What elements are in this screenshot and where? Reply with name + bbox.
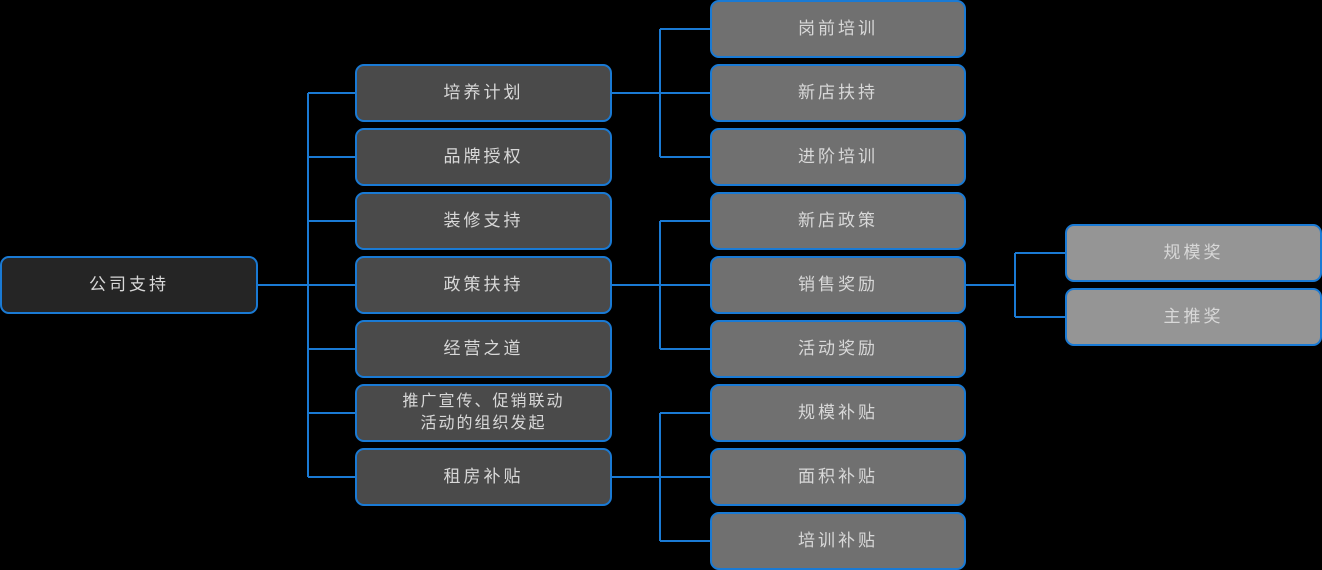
node-l2_3[interactable]: 新店政策 [710,192,966,250]
node-l1_6[interactable]: 租房补贴 [355,448,612,506]
node-l1_3[interactable]: 政策扶持 [355,256,612,314]
node-root[interactable]: 公司支持 [0,256,258,314]
node-l2_0[interactable]: 岗前培训 [710,0,966,58]
node-l2_6[interactable]: 规模补贴 [710,384,966,442]
node-l2_5[interactable]: 活动奖励 [710,320,966,378]
node-l1_0[interactable]: 培养计划 [355,64,612,122]
node-l2_1[interactable]: 新店扶持 [710,64,966,122]
node-l1_5[interactable]: 推广宣传、促销联动 活动的组织发起 [355,384,612,442]
node-l1_4[interactable]: 经营之道 [355,320,612,378]
node-l2_8[interactable]: 培训补贴 [710,512,966,570]
node-l2_7[interactable]: 面积补贴 [710,448,966,506]
node-l3_1[interactable]: 主推奖 [1065,288,1322,346]
node-l2_4[interactable]: 销售奖励 [710,256,966,314]
node-l1_2[interactable]: 装修支持 [355,192,612,250]
node-l1_1[interactable]: 品牌授权 [355,128,612,186]
node-l2_2[interactable]: 进阶培训 [710,128,966,186]
node-l3_0[interactable]: 规模奖 [1065,224,1322,282]
